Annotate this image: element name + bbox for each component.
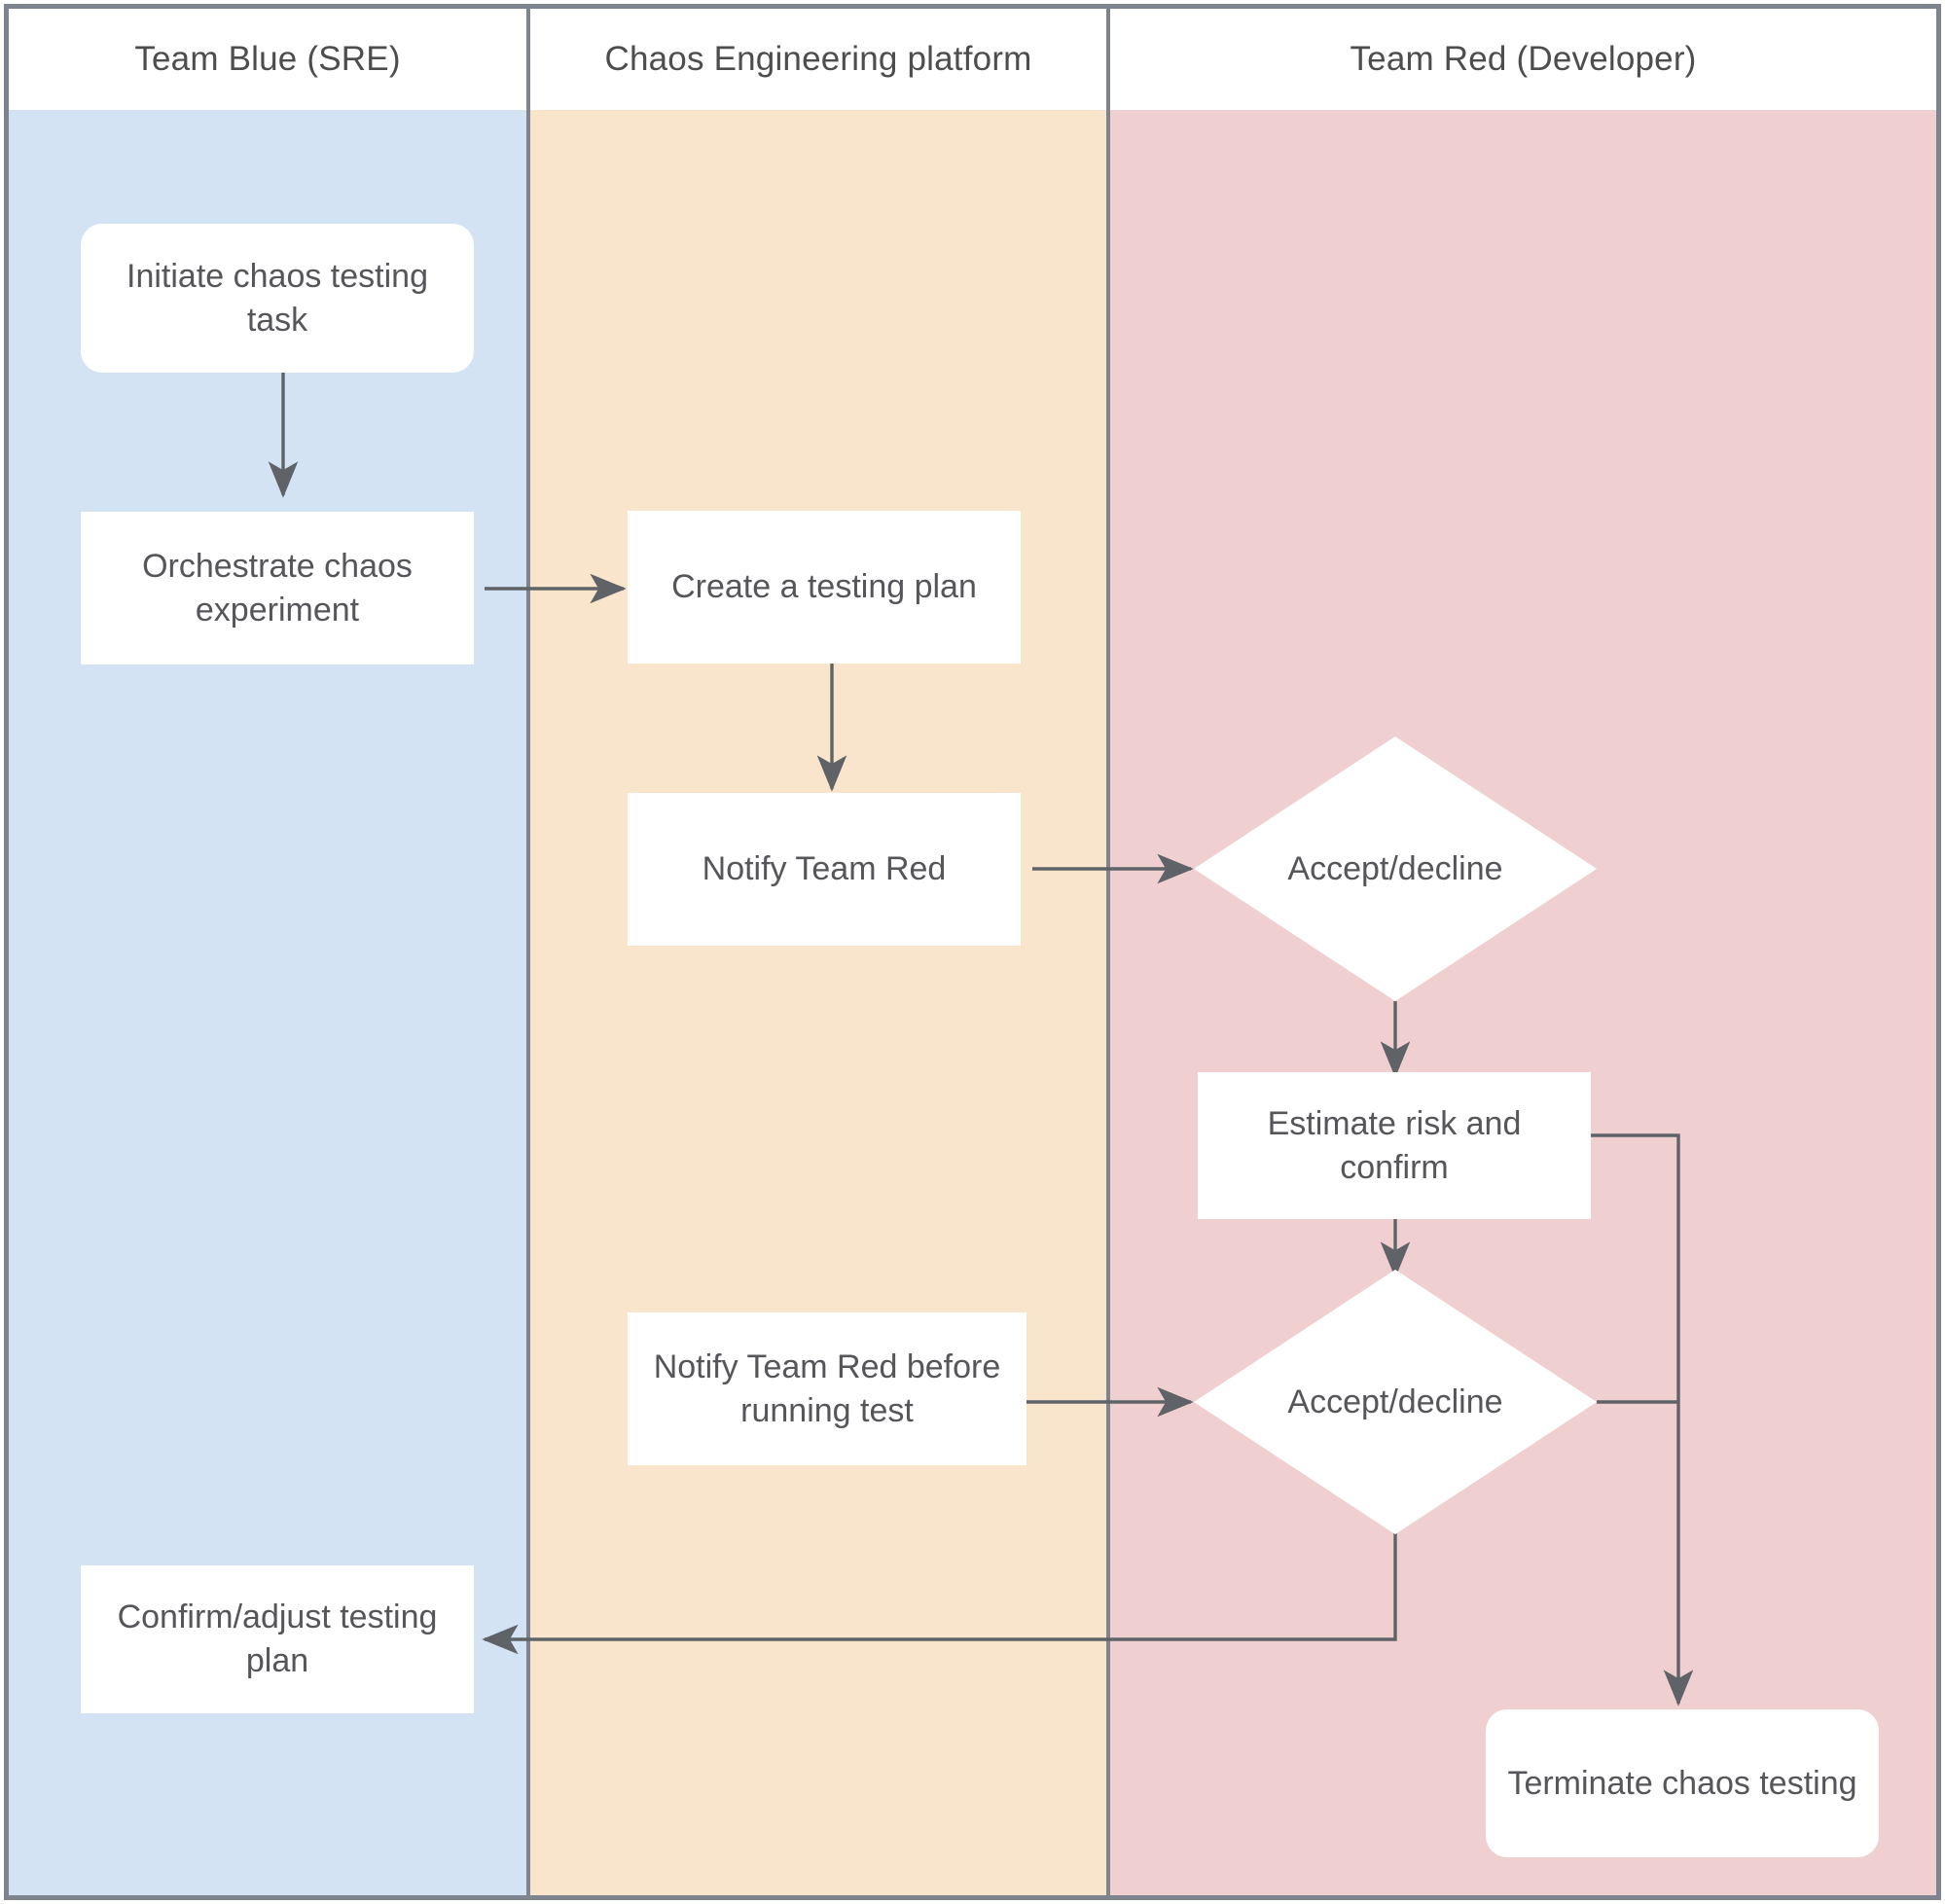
node-label: Initiate chaos testing task bbox=[126, 257, 428, 339]
node-label: Accept/decline bbox=[1287, 1383, 1503, 1420]
lane-header-label: Team Red (Developer) bbox=[1350, 40, 1697, 78]
node-create-a-testing-plan[interactable]: Create a testing plan bbox=[628, 511, 1021, 664]
node-label: Notify Team Red bbox=[702, 850, 947, 888]
node-confirm-adjust-testing-plan[interactable]: Confirm/adjust testing plan bbox=[81, 1565, 474, 1713]
lane-header-team-blue: Team Blue (SRE) bbox=[9, 9, 530, 110]
node-label: Notify Team Red before running test bbox=[653, 1347, 1001, 1429]
lane-header-team-red: Team Red (Developer) bbox=[1110, 9, 1936, 110]
node-initiate-chaos-testing-task[interactable]: Initiate chaos testing task bbox=[81, 224, 474, 373]
lane-body-chaos-platform bbox=[530, 110, 1110, 1895]
node-orchestrate-chaos-experiment[interactable]: Orchestrate chaos experiment bbox=[81, 512, 474, 665]
lane-header-label: Chaos Engineering platform bbox=[604, 40, 1032, 78]
lane-header-chaos-platform: Chaos Engineering platform bbox=[530, 9, 1110, 110]
node-estimate-risk-and-confirm[interactable]: Estimate risk and confirm bbox=[1198, 1072, 1591, 1219]
node-label: Create a testing plan bbox=[671, 568, 977, 606]
diagram-frame: Team Blue (SRE) Chaos Engineering platfo… bbox=[4, 4, 1941, 1900]
node-notify-team-red[interactable]: Notify Team Red bbox=[628, 793, 1021, 946]
node-accept-decline-2[interactable]: Accept/decline bbox=[1194, 1270, 1597, 1534]
node-label: Orchestrate chaos experiment bbox=[142, 547, 413, 629]
node-label: Estimate risk and confirm bbox=[1267, 1104, 1522, 1186]
node-terminate-chaos-testing[interactable]: Terminate chaos testing bbox=[1486, 1709, 1879, 1857]
node-accept-decline-1[interactable]: Accept/decline bbox=[1194, 736, 1597, 1001]
node-label: Terminate chaos testing bbox=[1507, 1764, 1857, 1802]
node-notify-team-red-before-running-test[interactable]: Notify Team Red before running test bbox=[628, 1312, 1027, 1465]
node-label: Confirm/adjust testing plan bbox=[117, 1599, 438, 1679]
node-label: Accept/decline bbox=[1287, 849, 1503, 887]
lane-body-team-red bbox=[1110, 110, 1936, 1895]
lane-header-label: Team Blue (SRE) bbox=[134, 40, 401, 78]
lane-header-band: Team Blue (SRE) Chaos Engineering platfo… bbox=[9, 9, 1936, 110]
